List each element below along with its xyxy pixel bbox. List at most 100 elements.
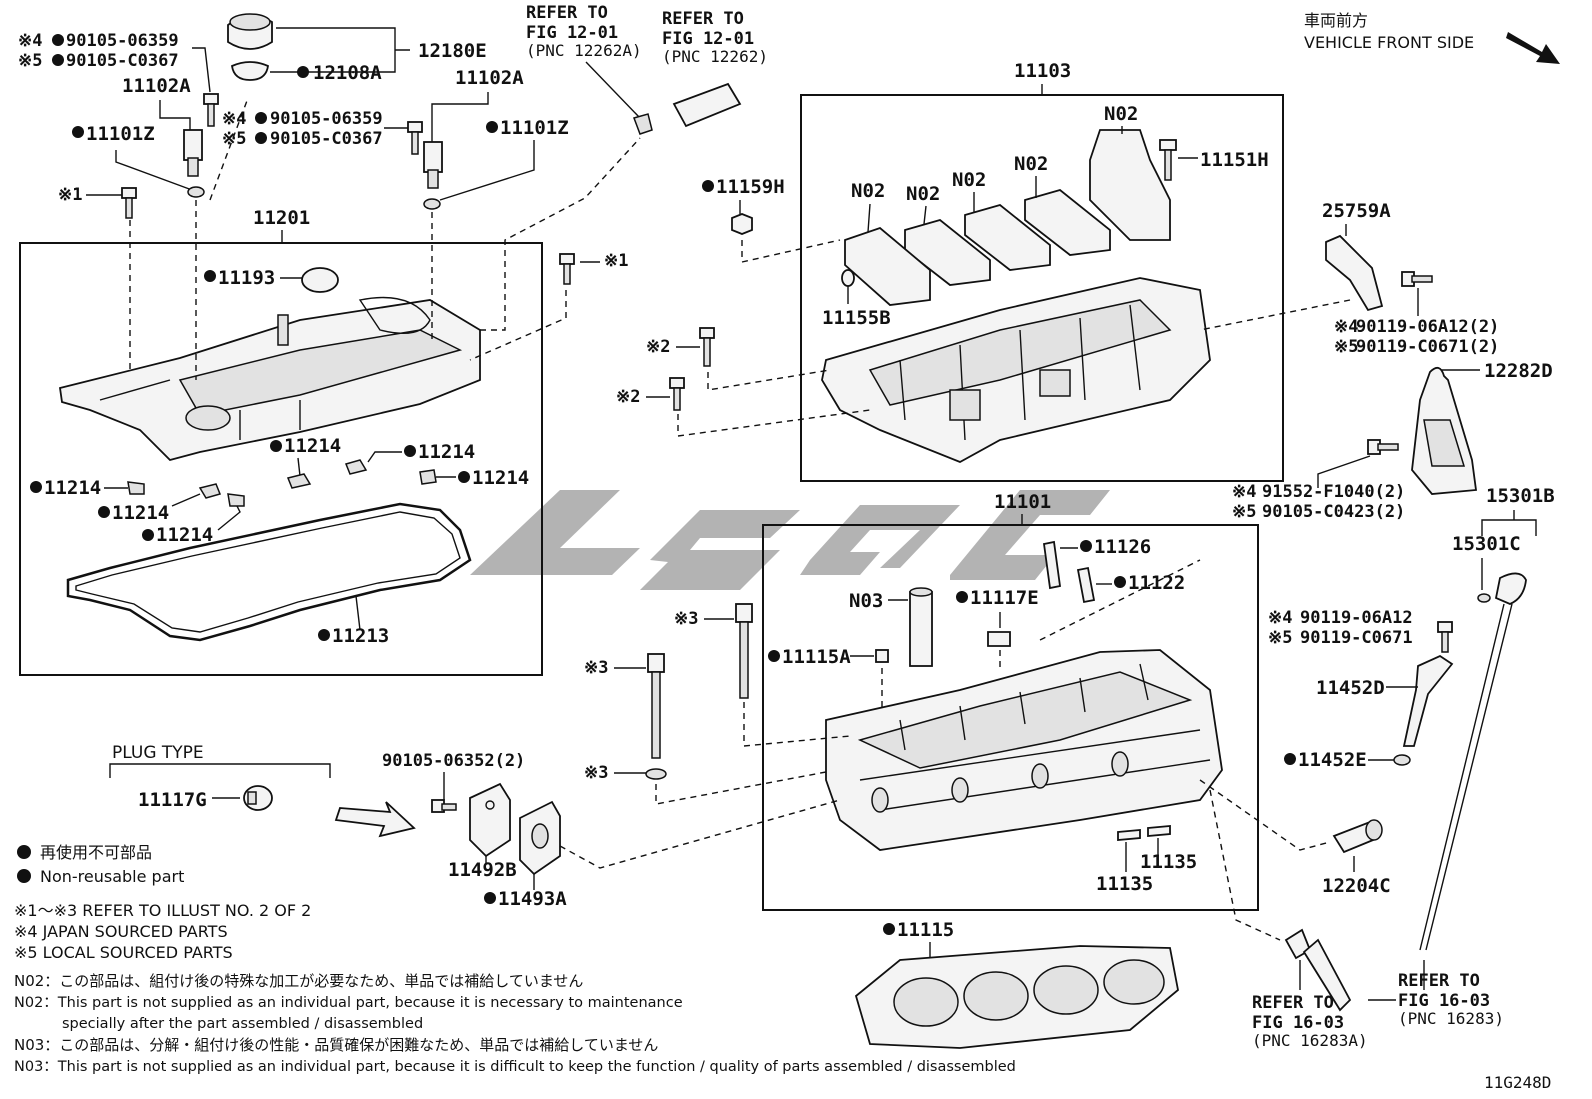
svg-text:90105-C0367: 90105-C0367: [66, 51, 179, 71]
o-ring-right[interactable]: [423, 198, 441, 210]
cover-plate-11492B[interactable]: [469, 782, 511, 858]
label-bolt-12282D: ※4 91552-F1040(2) ※5 90105-C0423(2): [1232, 482, 1405, 522]
pin-11122[interactable]: [1076, 566, 1096, 604]
bolt-90105-06352[interactable]: [431, 799, 457, 813]
hose-16283A[interactable]: [1284, 928, 1352, 1012]
label-11151H: 11151H: [1200, 149, 1269, 171]
camshaft-housing[interactable]: [821, 277, 1211, 463]
ventilation-hose[interactable]: [672, 82, 742, 128]
label-n02-d: N02: [906, 183, 940, 205]
label-x3-a: ※3: [674, 609, 698, 629]
svg-text:※5: ※5: [18, 51, 42, 71]
clip-11214-f[interactable]: [227, 493, 245, 507]
svg-text:90119-C0671: 90119-C0671: [1300, 628, 1413, 648]
bolt-x1-right[interactable]: [559, 253, 575, 285]
orientation-jp: 車両前方: [1304, 11, 1368, 30]
bolt-11151H[interactable]: [1159, 139, 1177, 181]
plug-11117E[interactable]: [987, 631, 1011, 647]
bolt-x2-a[interactable]: [699, 327, 715, 367]
camshaft-position-sensor-left[interactable]: [183, 129, 203, 177]
svg-text:REFER TO: REFER TO: [662, 9, 744, 29]
bolt-11452D[interactable]: [1437, 621, 1453, 653]
clip-11214-c[interactable]: [419, 469, 437, 485]
camshaft-bearing-caps[interactable]: [844, 129, 1171, 306]
oil-dipstick-15301B[interactable]: [1419, 572, 1527, 951]
washer-x3[interactable]: [645, 768, 667, 780]
bolt-12282D[interactable]: [1367, 439, 1399, 455]
pin-11126[interactable]: [1042, 540, 1062, 590]
legend-dot-jp: [17, 845, 31, 859]
label-11122: 11122: [1128, 572, 1185, 594]
bolt-right-sensor[interactable]: [407, 121, 423, 155]
cylinder-head[interactable]: [825, 649, 1223, 851]
non-reusable-dot: [270, 440, 282, 452]
cylinder-head-cover-box: [19, 242, 543, 676]
refer-fig-12-01-a[interactable]: REFER TO FIG 12-01 (PNC 12262A): [526, 3, 642, 60]
svg-text:(PNC 16283A): (PNC 16283A): [1252, 1031, 1368, 1050]
svg-text:90119-06A12(2): 90119-06A12(2): [1356, 317, 1499, 337]
hose-clamp[interactable]: [633, 113, 653, 135]
bolt-x1-left[interactable]: [121, 187, 137, 219]
label-11493A: 11493A: [498, 888, 567, 910]
label-11214-d: 11214: [44, 477, 101, 499]
svg-text:※5: ※5: [222, 129, 246, 149]
label-11101Z-left: 11101Z: [86, 123, 155, 145]
pin-11155B[interactable]: [841, 269, 855, 287]
head-bolt-a[interactable]: [735, 603, 753, 699]
label-12282D: 12282D: [1484, 360, 1553, 382]
o-ring-11452E[interactable]: [1393, 754, 1411, 766]
label-12180E: 12180E: [418, 40, 487, 62]
o-ring-left[interactable]: [187, 186, 205, 198]
non-reusable-dot: [1114, 576, 1126, 588]
sensor-12204C[interactable]: [1332, 819, 1383, 854]
svg-text:※4: ※4: [18, 31, 42, 51]
clip-11214-a[interactable]: [286, 473, 312, 489]
refer-fig-16-03-b[interactable]: REFER TO FIG 16-03 (PNC 16283): [1398, 971, 1504, 1028]
label-x1-right: ※1: [604, 251, 628, 271]
legend-en: Non-reusable part: [40, 867, 184, 886]
part-n03[interactable]: [909, 591, 933, 667]
clip-11214-b[interactable]: [344, 459, 368, 475]
label-11452E: 11452E: [1298, 749, 1367, 771]
pin-11135-b[interactable]: [1147, 825, 1171, 837]
label-11201: 11201: [253, 207, 310, 229]
head-cover-gasket[interactable]: [66, 502, 472, 642]
svg-text:90119-06A12: 90119-06A12: [1300, 608, 1413, 628]
label-n02-a: N02: [1104, 103, 1138, 125]
head-bolt-b[interactable]: [647, 653, 665, 759]
refer-fig-16-03-a[interactable]: REFER TO FIG 16-03 (PNC 16283A): [1252, 993, 1368, 1050]
label-11126: 11126: [1094, 536, 1151, 558]
label-11117E: 11117E: [970, 587, 1039, 609]
label-11492B: 11492B: [448, 859, 517, 881]
label-11214-a: 11214: [284, 435, 341, 457]
clip-11214-d[interactable]: [127, 481, 145, 495]
bolt-25759A[interactable]: [1401, 271, 1433, 287]
oil-filler-gasket[interactable]: [301, 267, 339, 293]
plug-11117G[interactable]: [243, 785, 273, 811]
label-right-sensor-bolt: ※4 90105-06359 ※5 90105-C0367: [222, 109, 383, 149]
camshaft-position-sensor-right[interactable]: [423, 141, 443, 189]
oil-filler-cap[interactable]: [227, 13, 273, 81]
pin-11135-a[interactable]: [1117, 829, 1141, 841]
nut-11159H[interactable]: [731, 213, 753, 235]
dowel-11115A[interactable]: [875, 649, 889, 663]
label-15301C: 15301C: [1452, 533, 1521, 555]
svg-text:※4: ※4: [1232, 482, 1256, 502]
svg-text:91552-F1040(2): 91552-F1040(2): [1262, 482, 1405, 502]
bolt-left-sensor[interactable]: [203, 93, 219, 127]
refer-fig-12-01-b[interactable]: REFER TO FIG 12-01 (PNC 12262): [662, 9, 768, 66]
bolt-x2-b[interactable]: [669, 377, 685, 411]
clip-11214-e[interactable]: [198, 483, 222, 499]
o-ring-15301C[interactable]: [1477, 593, 1491, 603]
dipstick-guide-11452D[interactable]: [1402, 654, 1454, 747]
svg-text:※4: ※4: [222, 109, 246, 129]
label-n02-b: N02: [1014, 153, 1048, 175]
non-reusable-dot: [484, 892, 496, 904]
svg-text:90105-06359: 90105-06359: [270, 109, 383, 129]
note-6: specially after the part assembled / dis…: [62, 1016, 423, 1032]
head-gasket-11115[interactable]: [854, 945, 1179, 1049]
chain-guide-25759A[interactable]: [1325, 234, 1384, 312]
watermark-logo: [470, 490, 1110, 590]
cylinder-head-cover[interactable]: [58, 296, 481, 462]
